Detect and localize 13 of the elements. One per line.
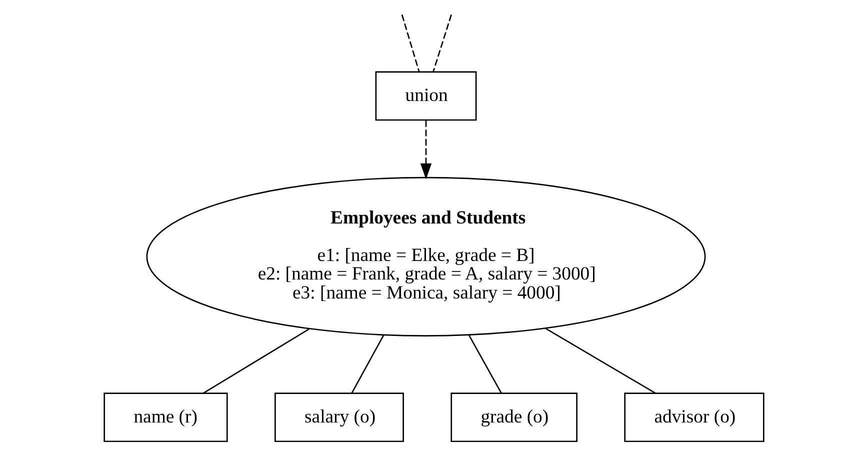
connector xyxy=(468,334,502,394)
connector xyxy=(544,328,656,394)
connector xyxy=(202,328,310,394)
node-ellipse: Employees and Students e1: [name = Elke, grade = B] e2: [name = Frank, grade = A, salary = 3000] e3: [name = Monica, salary = 4000] xyxy=(146,176,706,336)
node-box: salary (o) xyxy=(274,392,404,442)
node-box: grade (o) xyxy=(450,392,577,442)
node-box: advisor (o) xyxy=(624,392,764,442)
node-box: name (r) xyxy=(103,392,228,442)
connector xyxy=(350,334,384,394)
node-box: union xyxy=(374,71,476,121)
connector xyxy=(400,14,420,72)
arrow xyxy=(420,120,432,180)
connector xyxy=(432,14,452,72)
